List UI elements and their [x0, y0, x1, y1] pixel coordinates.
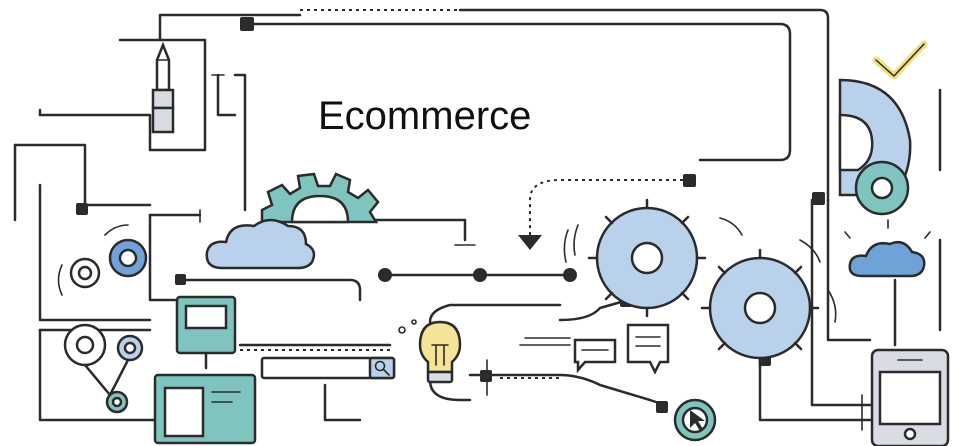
cloud-icon: [205, 218, 316, 270]
gear-icon: [700, 248, 820, 368]
chat-bubbles-icon: [519, 323, 670, 375]
cloud-icon: [844, 219, 931, 278]
browser-window-icon: [153, 373, 257, 445]
gear-icon: [854, 160, 910, 216]
motion-marks: [563, 217, 837, 323]
search-bar: [260, 356, 396, 380]
cursor-icon: [673, 398, 717, 442]
gear-icon: [260, 172, 380, 224]
monitor-icon: [175, 295, 237, 370]
gear-icon: [57, 224, 148, 296]
search-icon: [374, 360, 390, 376]
smartphone-icon: [870, 348, 950, 446]
lightbulb-icon: [398, 319, 462, 384]
checkmark-icon: [872, 40, 928, 80]
pencil-icon: [151, 41, 175, 134]
page-title: Ecommerce: [318, 94, 532, 138]
gauge-icon: [63, 323, 144, 414]
gear-icon: [587, 198, 707, 318]
connector-lines: [13, 8, 942, 431]
